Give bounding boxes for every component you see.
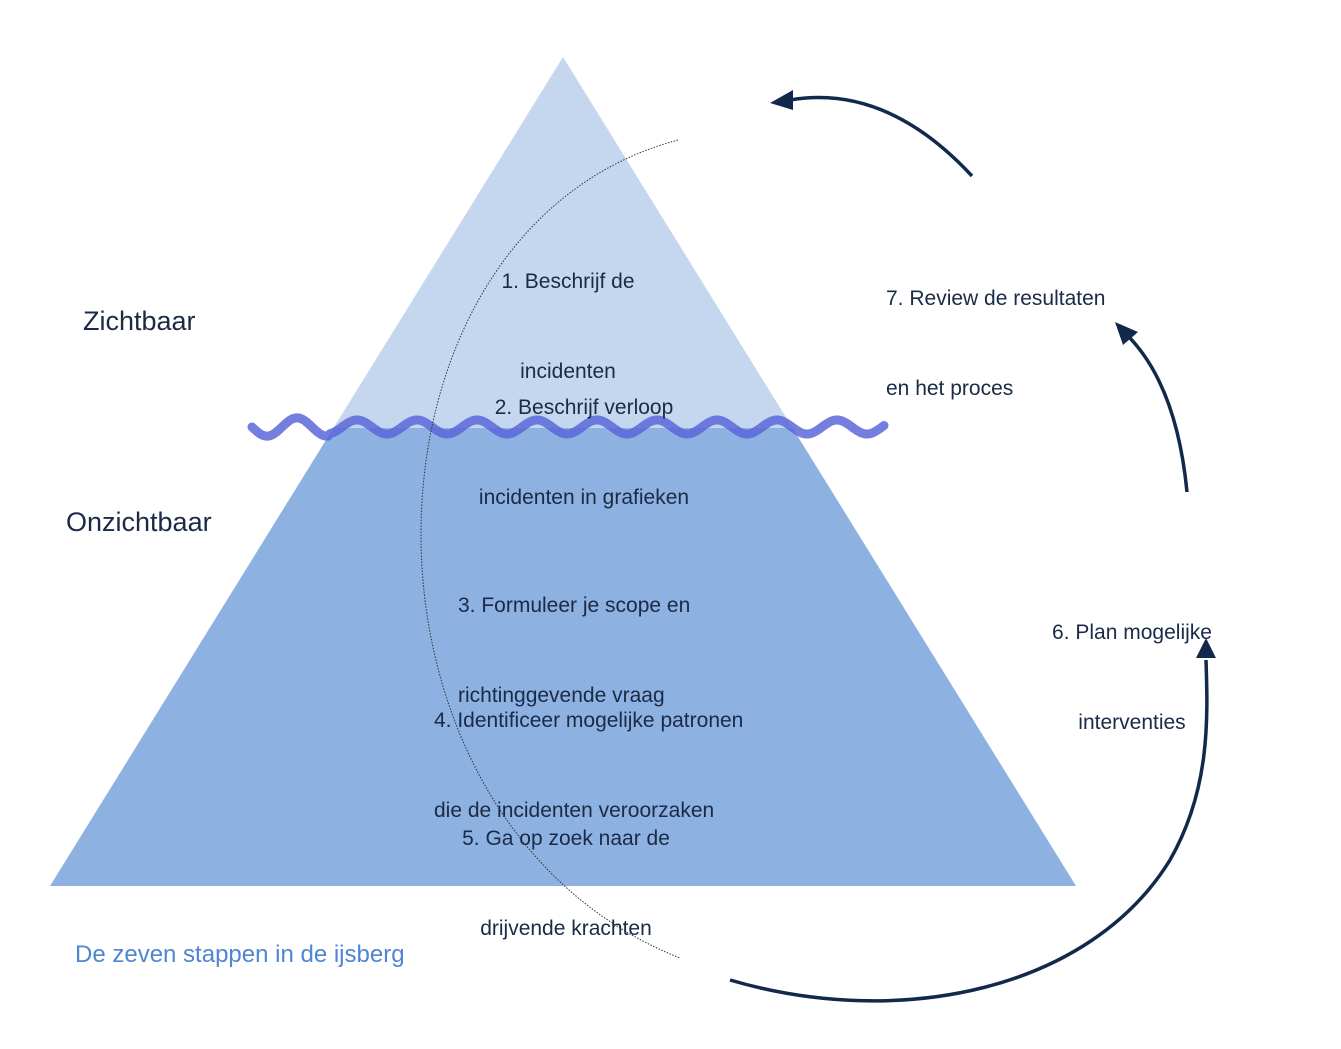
diagram-caption: De zeven stappen in de ijsberg <box>75 941 405 968</box>
step-7-label: 7. Review de resultaten en het proces <box>886 224 1105 434</box>
step-4-label: 4. Identificeer mogelijke patronen die d… <box>434 646 743 856</box>
step-5-label: 5. Ga op zoek naar de drijvende krachten <box>446 764 686 974</box>
step-2-line-1: 2. Beschrijf verloop <box>494 396 674 419</box>
arrow-top-left <box>789 95 974 178</box>
step-1-label: 1. Beschrijf de incidenten <box>468 207 668 417</box>
step-1-line-2: incidenten <box>520 360 616 383</box>
iceberg-tip <box>333 57 793 428</box>
step-3-line-1: 3. Formuleer je scope en <box>458 594 691 617</box>
step-6-label: 6. Plan mogelijke interventies <box>1032 558 1232 768</box>
step-4-line-2: die de incidenten veroorzaken <box>434 799 715 822</box>
step-2-line-2: incidenten in grafieken <box>478 486 690 509</box>
arrowhead-icon-7 <box>1115 322 1138 345</box>
step-7-line-2: en het proces <box>886 377 1014 400</box>
step-6-line-2: interventies <box>1078 711 1186 734</box>
step-6-line-1: 6. Plan mogelijke <box>1052 621 1212 644</box>
zone-label-visible: Zichtbaar <box>83 306 196 336</box>
waterline <box>247 413 889 441</box>
step-7-line-1: 7. Review de resultaten <box>886 287 1106 310</box>
step-3-label: 3. Formuleer je scope en richtinggevende… <box>458 531 690 741</box>
arrow-right-up <box>1128 336 1189 493</box>
step-4-line-1: 4. Identificeer mogelijke patronen <box>434 709 744 732</box>
step-1-line-1: 1. Beschrijf de <box>501 270 635 293</box>
step-5-line-1: 5. Ga op zoek naar de <box>462 827 670 850</box>
step-2-label: 2. Beschrijf verloop incidenten in grafi… <box>454 333 714 543</box>
zone-label-invisible: Onzichtbaar <box>66 507 212 537</box>
arrowhead-icon-1 <box>770 90 793 110</box>
arrow-bottom-to-right <box>729 659 1209 1003</box>
iceberg-submerged <box>50 428 1076 886</box>
cycle-arc-dotted <box>420 139 681 959</box>
step-3-line-2: richtinggevende vraag <box>458 684 665 707</box>
arrowhead-icon-6 <box>1196 638 1216 658</box>
step-5-line-2: drijvende krachten <box>480 917 652 940</box>
